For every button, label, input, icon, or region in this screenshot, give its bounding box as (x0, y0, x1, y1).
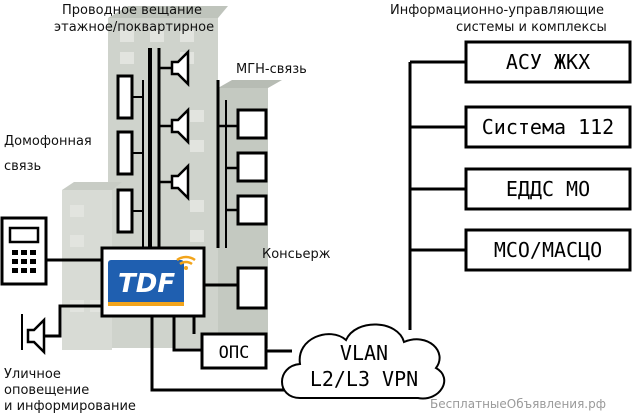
concierge-label: Консьерж (262, 247, 331, 262)
ops-label: ОПС (219, 343, 250, 363)
intercom-panel (0, 216, 48, 286)
system-edds-label: ЕДДС МО (506, 177, 590, 201)
info-systems-label-1: Информационно-управляющие (390, 3, 604, 18)
info-systems-label-2: системы и комплексы (456, 20, 607, 35)
street-label-2: оповещение (4, 383, 89, 398)
wired-broadcast-label-2: этажное/поквартирное (54, 20, 214, 35)
concierge-panel (236, 266, 268, 310)
system-boxes (464, 40, 632, 272)
tdf-controller: TDF (100, 246, 206, 318)
street-speaker-icon (26, 316, 46, 356)
vlan-title: VLAN (340, 341, 388, 365)
street-label-3: и информирование (4, 399, 136, 414)
wired-broadcast-label-1: Проводное вещание (62, 3, 202, 18)
system-mso-label: МСО/МАСЦО (494, 238, 602, 262)
tdf-logo-text: TDF (118, 269, 175, 299)
floor-speakers (159, 66, 172, 184)
intercom-label-2: связь (4, 159, 41, 174)
intercom-label-1: Домофонная (4, 134, 92, 149)
vlan-subtitle: L2/L3 VPN (310, 367, 418, 391)
vlan-cloud (281, 323, 446, 400)
ops-box (200, 332, 268, 370)
watermark: БесплатныеОбъявления.рф (430, 397, 606, 411)
mgn-call-points (236, 108, 268, 226)
street-label-1: Уличное (4, 367, 61, 382)
system-112-label: Система 112 (482, 115, 614, 139)
wifi-icon (179, 260, 193, 266)
speaker-icon (170, 48, 190, 202)
mgn-label: МГН-связь (236, 62, 307, 77)
apartment-units (116, 74, 134, 234)
system-asu-label: АСУ ЖКХ (506, 50, 590, 74)
tdf-logo (108, 260, 184, 306)
